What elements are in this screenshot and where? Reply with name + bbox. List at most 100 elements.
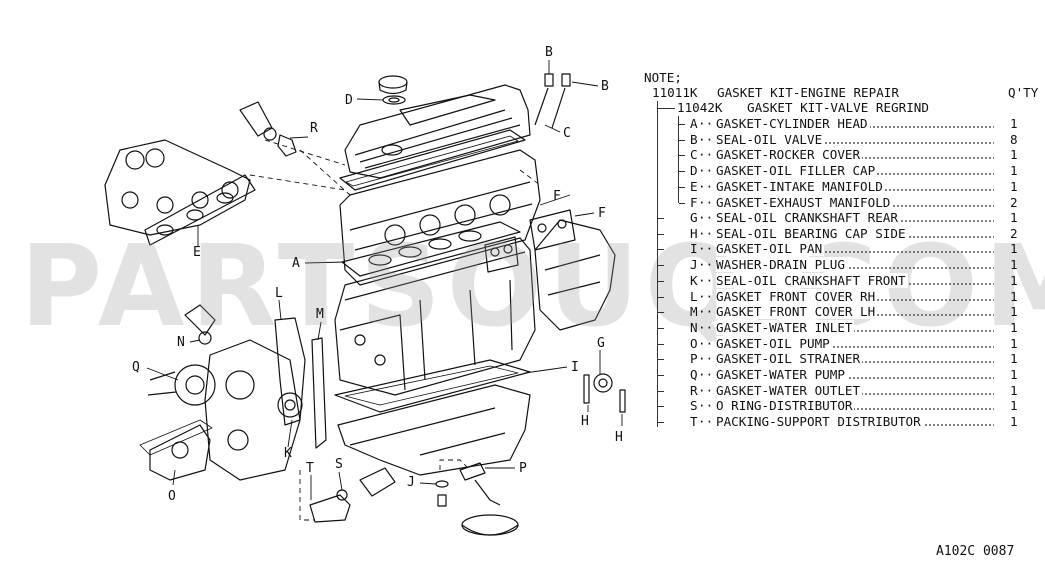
kit-tree-line	[657, 101, 658, 427]
kit-item-qty: 1	[1010, 272, 1018, 288]
water-inlet-part	[184, 304, 216, 345]
kit-item-qty: 1	[1010, 304, 1018, 320]
subkit-item-letter: B	[690, 131, 698, 147]
tree-branch	[658, 280, 664, 282]
kit-item-arrow: ··	[698, 398, 714, 414]
kit-item-arrow: ··	[698, 225, 714, 241]
kit-item-arrow: ··	[698, 241, 714, 257]
kit-item-qty: 1	[1010, 241, 1018, 257]
kit-item-arrow: ··	[698, 257, 714, 273]
tree-branch	[658, 406, 664, 408]
kit-item-qty: 1	[1010, 257, 1018, 273]
tree-branch	[658, 375, 664, 376]
kit-item-letter: N	[690, 319, 698, 335]
subkit-item-arrow: ··	[698, 147, 714, 163]
callout-h-left: H	[581, 414, 589, 429]
water-outlet-part	[239, 101, 297, 157]
kit-item-letter: Q	[690, 367, 698, 382]
callout-d: D	[345, 93, 353, 108]
oil-pan-part	[337, 384, 531, 476]
bearing-cap-seal-part	[583, 374, 626, 413]
callout-a: A	[292, 256, 300, 271]
tree-branch	[679, 186, 685, 188]
kit-name: GASKET KIT-ENGINE REPAIR	[717, 85, 901, 101]
kit-item-name: PACKING-SUPPORT DISTRIBUTOR	[716, 414, 994, 431]
subkit-item-name: SEAL-OIL VALVE	[716, 131, 994, 148]
kit-item-name: SEAL-OIL BEARING CAP SIDE	[716, 225, 994, 242]
callout-f-right: F	[598, 206, 606, 221]
kit-item-qty: 1	[1010, 210, 1018, 225]
rocker-cover-gasket-part	[339, 129, 526, 191]
tree-branch	[658, 343, 664, 345]
oil-filler-cap-part	[378, 75, 408, 105]
kit-item-letter: P	[690, 351, 698, 367]
kit-item-arrow: ··	[698, 288, 714, 304]
subkit-item-arrow: ··	[698, 116, 714, 131]
leader-lines	[146, 60, 623, 500]
rocker-cover-part	[344, 84, 531, 179]
front-cover-gasket-lh-part	[311, 337, 327, 449]
callout-l: L	[275, 286, 283, 301]
subkit-item-letter: F	[690, 194, 698, 210]
kit-item-name: GASKET-WATER OUTLET	[716, 382, 994, 399]
kit-item-arrow: ··	[698, 414, 714, 430]
callout-k: K	[284, 446, 292, 461]
oil-strainer-part	[459, 462, 519, 536]
crankshaft-rear-seal-part	[593, 373, 613, 393]
kit-item-qty: 1	[1010, 288, 1018, 304]
subkit-item-name: GASKET-ROCKER COVER	[716, 147, 994, 164]
tree-branch	[658, 265, 664, 267]
kit-item-name: SEAL-OIL CRANKSHAFT REAR	[716, 210, 994, 226]
subkit-item-qty: 8	[1010, 131, 1018, 147]
kit-item-arrow: ··	[698, 272, 714, 288]
subkit-item-arrow: ··	[698, 163, 714, 179]
tree-branch	[658, 390, 664, 392]
callout-c: C	[563, 126, 571, 141]
subkit-item-arrow: ··	[698, 178, 714, 194]
callout-h-right: H	[615, 430, 623, 445]
tree-branch	[658, 233, 664, 235]
tree-branch	[679, 171, 685, 173]
subkit-item-qty: 2	[1010, 194, 1018, 210]
subkit-item-qty: 1	[1010, 147, 1018, 163]
callout-p: P	[519, 461, 527, 476]
kit-item-name: GASKET-OIL PAN	[716, 241, 994, 258]
front-cover-part	[204, 339, 303, 481]
subkit-item-qty: 1	[1010, 116, 1018, 131]
kit-item-name: GASKET-WATER PUMP	[716, 367, 994, 383]
kit-item-letter: G	[690, 210, 698, 225]
kit-item-name: GASKET-WATER INLET	[716, 319, 994, 336]
callout-f-left: F	[553, 189, 561, 204]
kit-item-letter: L	[690, 288, 698, 304]
kit-item-name: GASKET-OIL PUMP	[716, 335, 994, 352]
kit-item-letter: O	[690, 335, 698, 351]
kit-item-name: GASKET-OIL STRAINER	[716, 351, 994, 368]
kit-item-name: GASKET FRONT COVER LH	[716, 304, 994, 321]
subkit-branch	[657, 108, 675, 109]
subkit-code: 11042K	[677, 100, 723, 115]
kit-item-letter: R	[690, 382, 698, 398]
kit-item-letter: H	[690, 225, 698, 241]
oil-pump-part	[139, 419, 213, 481]
kit-item-arrow: ··	[698, 319, 714, 335]
kit-item-letter: M	[690, 304, 698, 320]
intake-manifold-part	[104, 139, 251, 236]
kit-item-name: WASHER-DRAIN PLUG	[716, 257, 994, 274]
exhaust-manifold-gasket-part	[484, 209, 576, 273]
subkit-item-letter: E	[690, 178, 698, 194]
subkit-item-qty: 1	[1010, 163, 1018, 179]
drain-plug-part	[435, 480, 449, 507]
callout-t: T	[306, 461, 314, 476]
kit-item-arrow: ··	[698, 382, 714, 398]
figure-code: A102C 0087	[936, 544, 1015, 559]
cylinder-block-part	[334, 237, 536, 396]
tree-branch	[658, 312, 664, 314]
water-pump-part	[147, 364, 216, 406]
kit-item-letter: I	[690, 241, 698, 257]
kit-item-qty: 1	[1010, 351, 1018, 367]
callout-o: O	[168, 489, 176, 504]
subkit-item-name: GASKET-EXHAUST MANIFOLD	[716, 194, 994, 211]
callout-g: G	[597, 336, 605, 351]
callout-e: E	[193, 245, 201, 260]
kit-item-name: GASKET FRONT COVER RH	[716, 288, 994, 305]
